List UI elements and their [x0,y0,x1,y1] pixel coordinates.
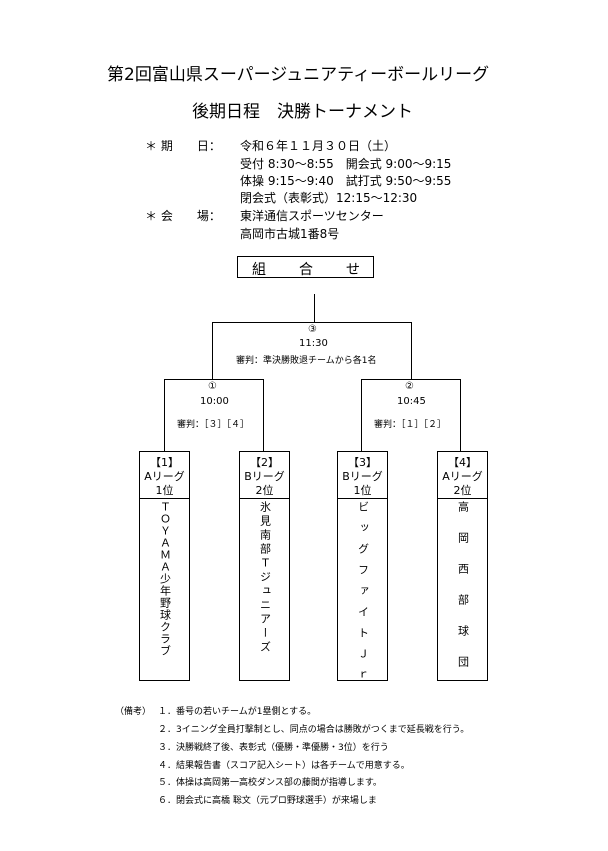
team-2-rank: 2位 [255,484,274,497]
team-1-header: 【1】 Aリーグ 1位 [140,452,189,499]
team-2-seed: 【2】 [250,456,279,469]
schedule-line-3: 閉会式（表彰式）12:15〜12:30 [240,191,418,205]
semi2-umpire: 審判：［１］［２］ [374,420,447,430]
date-label: ＊ 期 日： [145,139,221,153]
final-time: 11:30 [299,338,328,349]
final-left-line [212,322,213,379]
bracket-header-char-3: せ [346,262,360,278]
note-5: ５．体操は高岡第一高校ダンス部の藤間が指導します。 [158,778,382,788]
semi2-mark: ② [405,381,414,392]
team-box-2: 【2】 Bリーグ 2位 氷見南部Ｔジュニアーズ [239,451,290,681]
notes-label: （備考） [115,707,152,717]
semi1-bar-line [164,379,264,380]
team-box-3: 【3】 Bリーグ 1位 ビッグファイトＪｒ [337,451,388,690]
semi1-right-line [263,379,264,451]
team-box-4: 【4】 Aリーグ 2位 高岡西部球団 [437,451,488,687]
note-1: １．番号の若いチームが1塁側とする。 [158,707,317,717]
page-title: 第2回富山県スーパージュニアティーボールリーグ [107,65,490,85]
semi2-time: 10:45 [397,396,426,407]
team-4-rank: 2位 [453,484,472,497]
team-1-seed: 【1】 [150,456,179,469]
schedule-line-1: 受付 8:30〜8:55 開会式 9:00〜9:15 [240,157,452,171]
team-1-name: ＴＯＹＡＭＡ少年野球クラブ [158,501,172,657]
team-1-league: Aリーグ [144,470,185,483]
semi2-left-line [361,379,362,451]
venue-address: 高岡市古城1番8号 [240,227,340,241]
team-3-header: 【3】 Bリーグ 1位 [338,452,387,499]
team-3-name: ビッグファイトＪｒ [356,501,370,690]
bracket-header: 組 合 せ [237,256,374,278]
note-6: ６．閉会式に高橋 聡文（元プロ野球選手）が来場しま [158,796,377,806]
team-2-header: 【2】 Bリーグ 2位 [240,452,289,499]
team-4-seed: 【4】 [448,456,477,469]
team-4-league: Aリーグ [442,470,483,483]
bracket-header-char-2: 合 [299,262,313,278]
note-4: ４．結果報告書（スコア記入シート）は各チームで用意する。 [158,761,410,771]
final-umpire: 審判：準決勝敗退チームから各1名 [236,356,377,366]
final-right-line [411,322,412,379]
team-3-seed: 【3】 [348,456,377,469]
final-mark: ③ [308,324,317,335]
team-1-rank: 1位 [155,484,174,497]
venue-label: ＊ 会 場： [145,209,221,223]
note-3: ３．決勝戦終了後、表彰式（優勝・準優勝・3位）を行う [158,743,389,753]
team-4-header: 【4】 Aリーグ 2位 [438,452,487,499]
team-3-league: Bリーグ [342,470,383,483]
team-4-name: 高岡西部球団 [456,501,470,687]
bracket-header-char-1: 組 [252,262,266,278]
semi1-umpire: 審判：［３］［４］ [177,420,250,430]
semi1-mark: ① [208,381,217,392]
schedule-line-2: 体操 9:15〜9:40 試打式 9:50〜9:55 [240,174,452,188]
semi1-left-line [164,379,165,451]
team-2-name: 氷見南部Ｔジュニアーズ [258,501,272,655]
semi2-bar-line [361,379,461,380]
semi2-right-line [460,379,461,451]
team-box-1: 【1】 Aリーグ 1位 ＴＯＹＡＭＡ少年野球クラブ [139,451,190,681]
page-subtitle: 後期日程 決勝トーナメント [192,102,413,122]
venue-name: 東洋通信スポーツセンター [240,209,384,223]
team-3-rank: 1位 [353,484,372,497]
team-2-league: Bリーグ [244,470,285,483]
final-bar-line [212,322,412,323]
semi1-time: 10:00 [200,396,229,407]
final-stem-line [314,294,315,322]
note-2: ２．3イニング全員打撃制とし、同点の場合は勝敗がつくまで延長戦を行う。 [158,725,470,735]
date-value: 令和６年１１月３０日（土） [240,139,397,153]
